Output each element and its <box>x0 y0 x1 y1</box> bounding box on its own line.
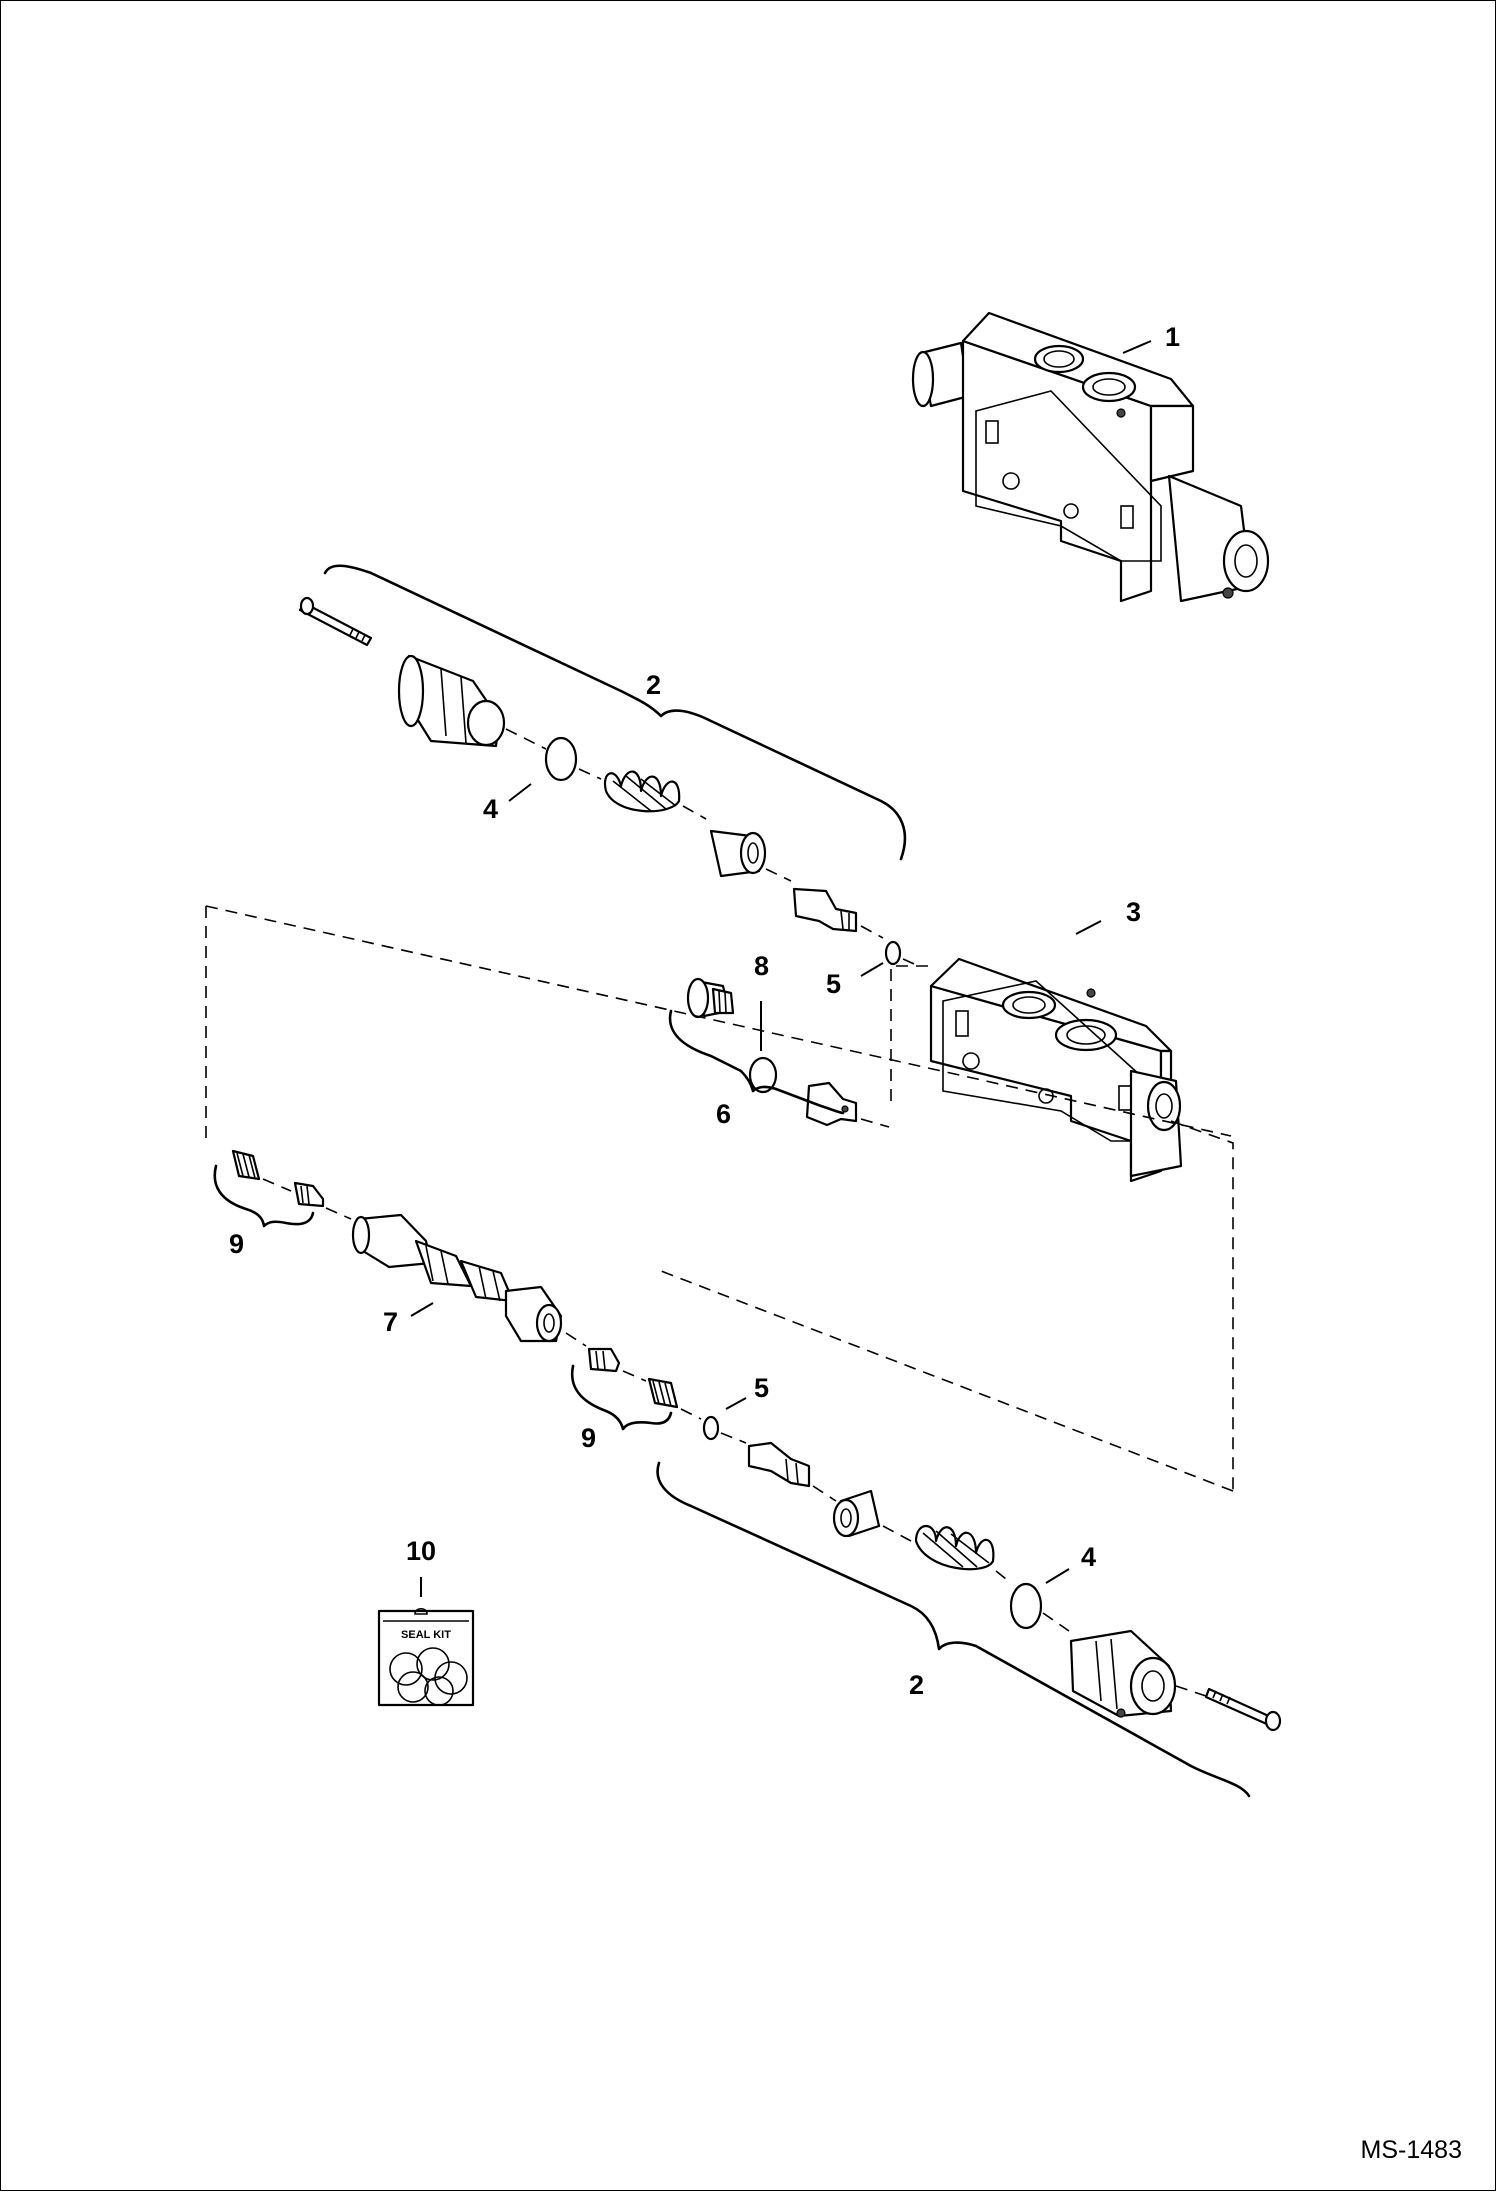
end-cap-upper <box>397 654 506 748</box>
o-ring-5-lower <box>702 1415 720 1441</box>
plug-group-6 <box>686 977 735 1019</box>
callout-1: 1 <box>1165 322 1180 352</box>
o-ring-4-lower <box>1009 1582 1043 1630</box>
spring-lower <box>914 1524 995 1571</box>
spool-part-7 <box>351 1213 563 1343</box>
bolt-lower <box>1204 1687 1282 1732</box>
callout-5-upper: 5 <box>826 969 841 999</box>
end-cap-lower <box>1069 1629 1177 1718</box>
group-bracket-9-right <box>570 1364 673 1431</box>
callout-5-lower: 5 <box>754 1373 769 1403</box>
group-bracket-6 <box>668 1009 845 1115</box>
spring-9-left <box>231 1149 261 1181</box>
leader-lines <box>410 340 1152 1584</box>
valve-section-part-1 <box>911 311 1270 603</box>
spring-9-right <box>647 1377 679 1409</box>
spool-end-lower <box>747 1441 811 1488</box>
callout-4-lower: 4 <box>1081 1542 1096 1572</box>
group-bracket-2-upper <box>323 564 907 861</box>
callout-3: 3 <box>1126 897 1141 927</box>
callout-10: 10 <box>406 1536 436 1566</box>
valve-section-part-3 <box>929 957 1183 1183</box>
callout-2-upper: 2 <box>646 670 661 700</box>
callout-2-lower: 2 <box>909 1670 924 1700</box>
o-ring-5-upper <box>884 940 902 966</box>
detent-9-left <box>293 1181 325 1208</box>
bolt-upper <box>298 596 373 647</box>
spool-end-upper <box>792 887 858 933</box>
collar-lower <box>832 1489 881 1538</box>
spring-upper <box>603 770 681 813</box>
o-ring-4-upper <box>544 736 578 782</box>
collar-upper <box>709 829 767 878</box>
drawing-code: MS-1483 <box>1360 2136 1462 2164</box>
poppet-6 <box>805 1081 858 1127</box>
seal-kit-part-10: SEAL KIT <box>377 1577 475 1707</box>
detent-9-right <box>587 1347 621 1373</box>
group-bracket-9-left <box>213 1164 315 1228</box>
callout-8: 8 <box>754 951 769 981</box>
callout-4-upper: 4 <box>483 794 498 824</box>
o-ring-8 <box>748 1056 778 1094</box>
callout-9-left: 9 <box>229 1229 244 1259</box>
callout-9-right: 9 <box>581 1423 596 1453</box>
callout-7: 7 <box>383 1307 398 1337</box>
group-bracket-2-lower <box>656 1461 1251 1798</box>
seal-kit-label: SEAL KIT <box>401 1629 451 1641</box>
callout-6: 6 <box>716 1099 731 1129</box>
